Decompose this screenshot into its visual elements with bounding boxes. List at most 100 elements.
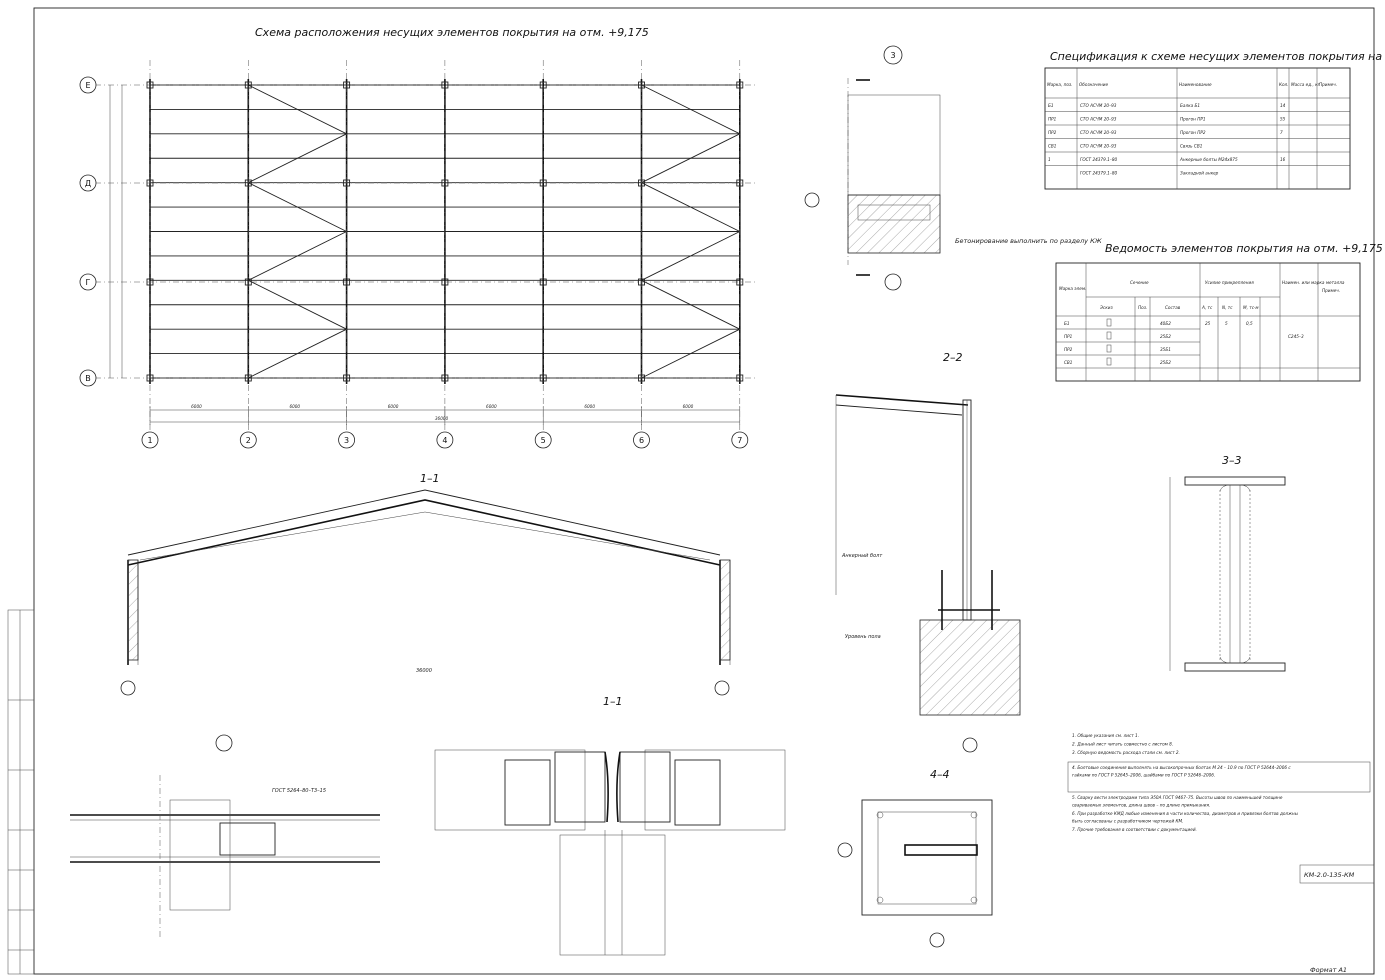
elem-subheader-cell: Состав (1165, 305, 1181, 310)
column-marker (638, 278, 645, 286)
span-dimension: 6000 (486, 404, 497, 409)
column-marker (736, 81, 744, 89)
row-axis-label: Е (85, 81, 90, 90)
left-stamp-strip (7, 609, 35, 975)
node-1-weld-label: ГОСТ 5264–80–Т3–15 (272, 788, 326, 794)
span-dimension: 6000 (683, 404, 694, 409)
i-section-sketch (1106, 331, 1112, 340)
span-dimension: 6000 (388, 404, 399, 409)
spec-cell: СТО АСЧМ 20–93 (1080, 103, 1117, 108)
column-marker (146, 374, 154, 382)
column-marker (244, 179, 252, 187)
spec-cell: 1 (1048, 157, 1051, 162)
col-axis-bubble (436, 431, 454, 449)
brace-line (248, 84, 347, 135)
column-marker (736, 278, 744, 286)
note-line: быть согласованы с разработчиком чертеже… (1072, 819, 1183, 824)
i-section-sketch (1106, 357, 1112, 366)
node-1-detail: ГОСТ 5264–80–Т3–15 (70, 734, 380, 940)
column-marker (638, 81, 645, 89)
elem-cell: 40Б2 (1160, 321, 1171, 326)
note-line: 7. Прочие требования в соответствии с до… (1072, 827, 1197, 832)
elem-cell: С245–3 (1288, 334, 1304, 339)
note-line: 1. Общие указания см. лист 1. (1072, 733, 1139, 738)
column-marker (441, 81, 449, 89)
spec-cell: 14 (1280, 103, 1286, 108)
elem-subheader-cell: Поз. (1138, 305, 1147, 310)
row-axis-bubble (79, 273, 97, 291)
i-section-sketch (1106, 344, 1112, 353)
elem-subheader-cell: М, тс·м (1243, 305, 1259, 310)
elem-header-cell: Марка элем. (1059, 286, 1086, 291)
elem-cell: 25Б2 (1160, 334, 1171, 339)
spec-header-cell: Марка, поз. (1047, 82, 1072, 87)
col-axis-label: 2 (246, 436, 251, 445)
spec-cell: Прогон ПР2 (1180, 130, 1206, 135)
node-3-label: 3 (890, 51, 895, 60)
note-line: 3. Сборную ведомость расхода стали см. л… (1072, 750, 1180, 755)
spec-header-cell: Наименование (1179, 82, 1212, 87)
spec-cell: Закладной анкер (1180, 171, 1219, 176)
elem-cell: 0,5 (1246, 321, 1253, 326)
column-marker (736, 374, 744, 382)
note-line: 2. Данный лист читать совместно с листом… (1072, 742, 1173, 747)
column-base-2-2: Уровень пола Анкерный болт (835, 394, 1021, 753)
column-marker (638, 374, 645, 382)
spec-cell: 7 (1280, 130, 1283, 135)
spec-cell: СВ1 (1048, 144, 1057, 149)
elem-header-cell: Сечение (1130, 280, 1149, 285)
col-axis-bubble (534, 431, 552, 449)
spec-cell: Балка Б1 (1180, 103, 1200, 108)
row-axis-label: В (85, 374, 91, 383)
section-1-1-bottom-title: 1–1 (603, 695, 623, 708)
elem-cell: ПР2 (1064, 347, 1073, 352)
section-2-2-title: 2–2 (943, 351, 963, 364)
brace-line (641, 231, 741, 281)
brace-line (641, 84, 741, 135)
spec-cell: Связь СВ1 (1180, 144, 1203, 149)
main-plan-title: Схема расположения несущих элементов пок… (255, 26, 649, 39)
spec-header-cell: Обозначение (1079, 82, 1108, 87)
span-dimension: 6000 (584, 404, 595, 409)
brace-line (641, 182, 741, 232)
column-marker (539, 179, 547, 187)
elem-cell: 35Б1 (1160, 347, 1171, 352)
spec-header-cell: Масса ед., кг (1291, 82, 1321, 87)
column-marker (441, 278, 449, 286)
brace-line (248, 231, 347, 281)
col-axis-label: 7 (737, 436, 742, 445)
col-axis-bubble (338, 431, 356, 449)
spec-cell: ПР2 (1048, 130, 1057, 135)
elements-table-title: Ведомость элементов покрытия на отм. +9,… (1105, 242, 1383, 255)
spec-cell: СТО АСЧМ 20–93 (1080, 117, 1117, 122)
node-3-note: Бетонирование выполнить по разделу КЖ (955, 237, 1103, 245)
col-axis-label: 4 (442, 436, 447, 445)
elem-cell: СВ1 (1064, 360, 1073, 365)
col-axis-label: 5 (541, 436, 546, 445)
row-axis-bubble (79, 369, 97, 387)
column-marker (343, 374, 351, 382)
col-axis-bubble (731, 431, 749, 449)
section-4-4-title: 4–4 (930, 768, 950, 781)
spec-cell: Анкерные болты М24х875 (1179, 157, 1238, 162)
col-axis-bubble (239, 431, 257, 449)
section-3-3-title: 3–3 (1222, 454, 1242, 467)
span-dimension: 6000 (191, 404, 202, 409)
elem-subheader-cell: Эскиз (1099, 305, 1113, 310)
node-3-bubble (883, 45, 903, 65)
brace-line (248, 182, 347, 232)
note-line: 4. Болтовые соединения выполнять на высо… (1072, 765, 1291, 770)
brace-line (641, 328, 741, 379)
note-line: 6. При разработке КМД любые изменения в … (1072, 811, 1299, 816)
elem-cell: 25 (1205, 321, 1211, 326)
truss-section-1-1: 36000 (120, 489, 731, 696)
spec-cell: 55 (1280, 117, 1286, 122)
brace-line (248, 279, 347, 330)
column-marker (441, 374, 449, 382)
brace-line (248, 133, 347, 184)
column-marker (539, 374, 547, 382)
elem-cell: 25Б2 (1160, 360, 1171, 365)
column-marker (146, 278, 154, 286)
